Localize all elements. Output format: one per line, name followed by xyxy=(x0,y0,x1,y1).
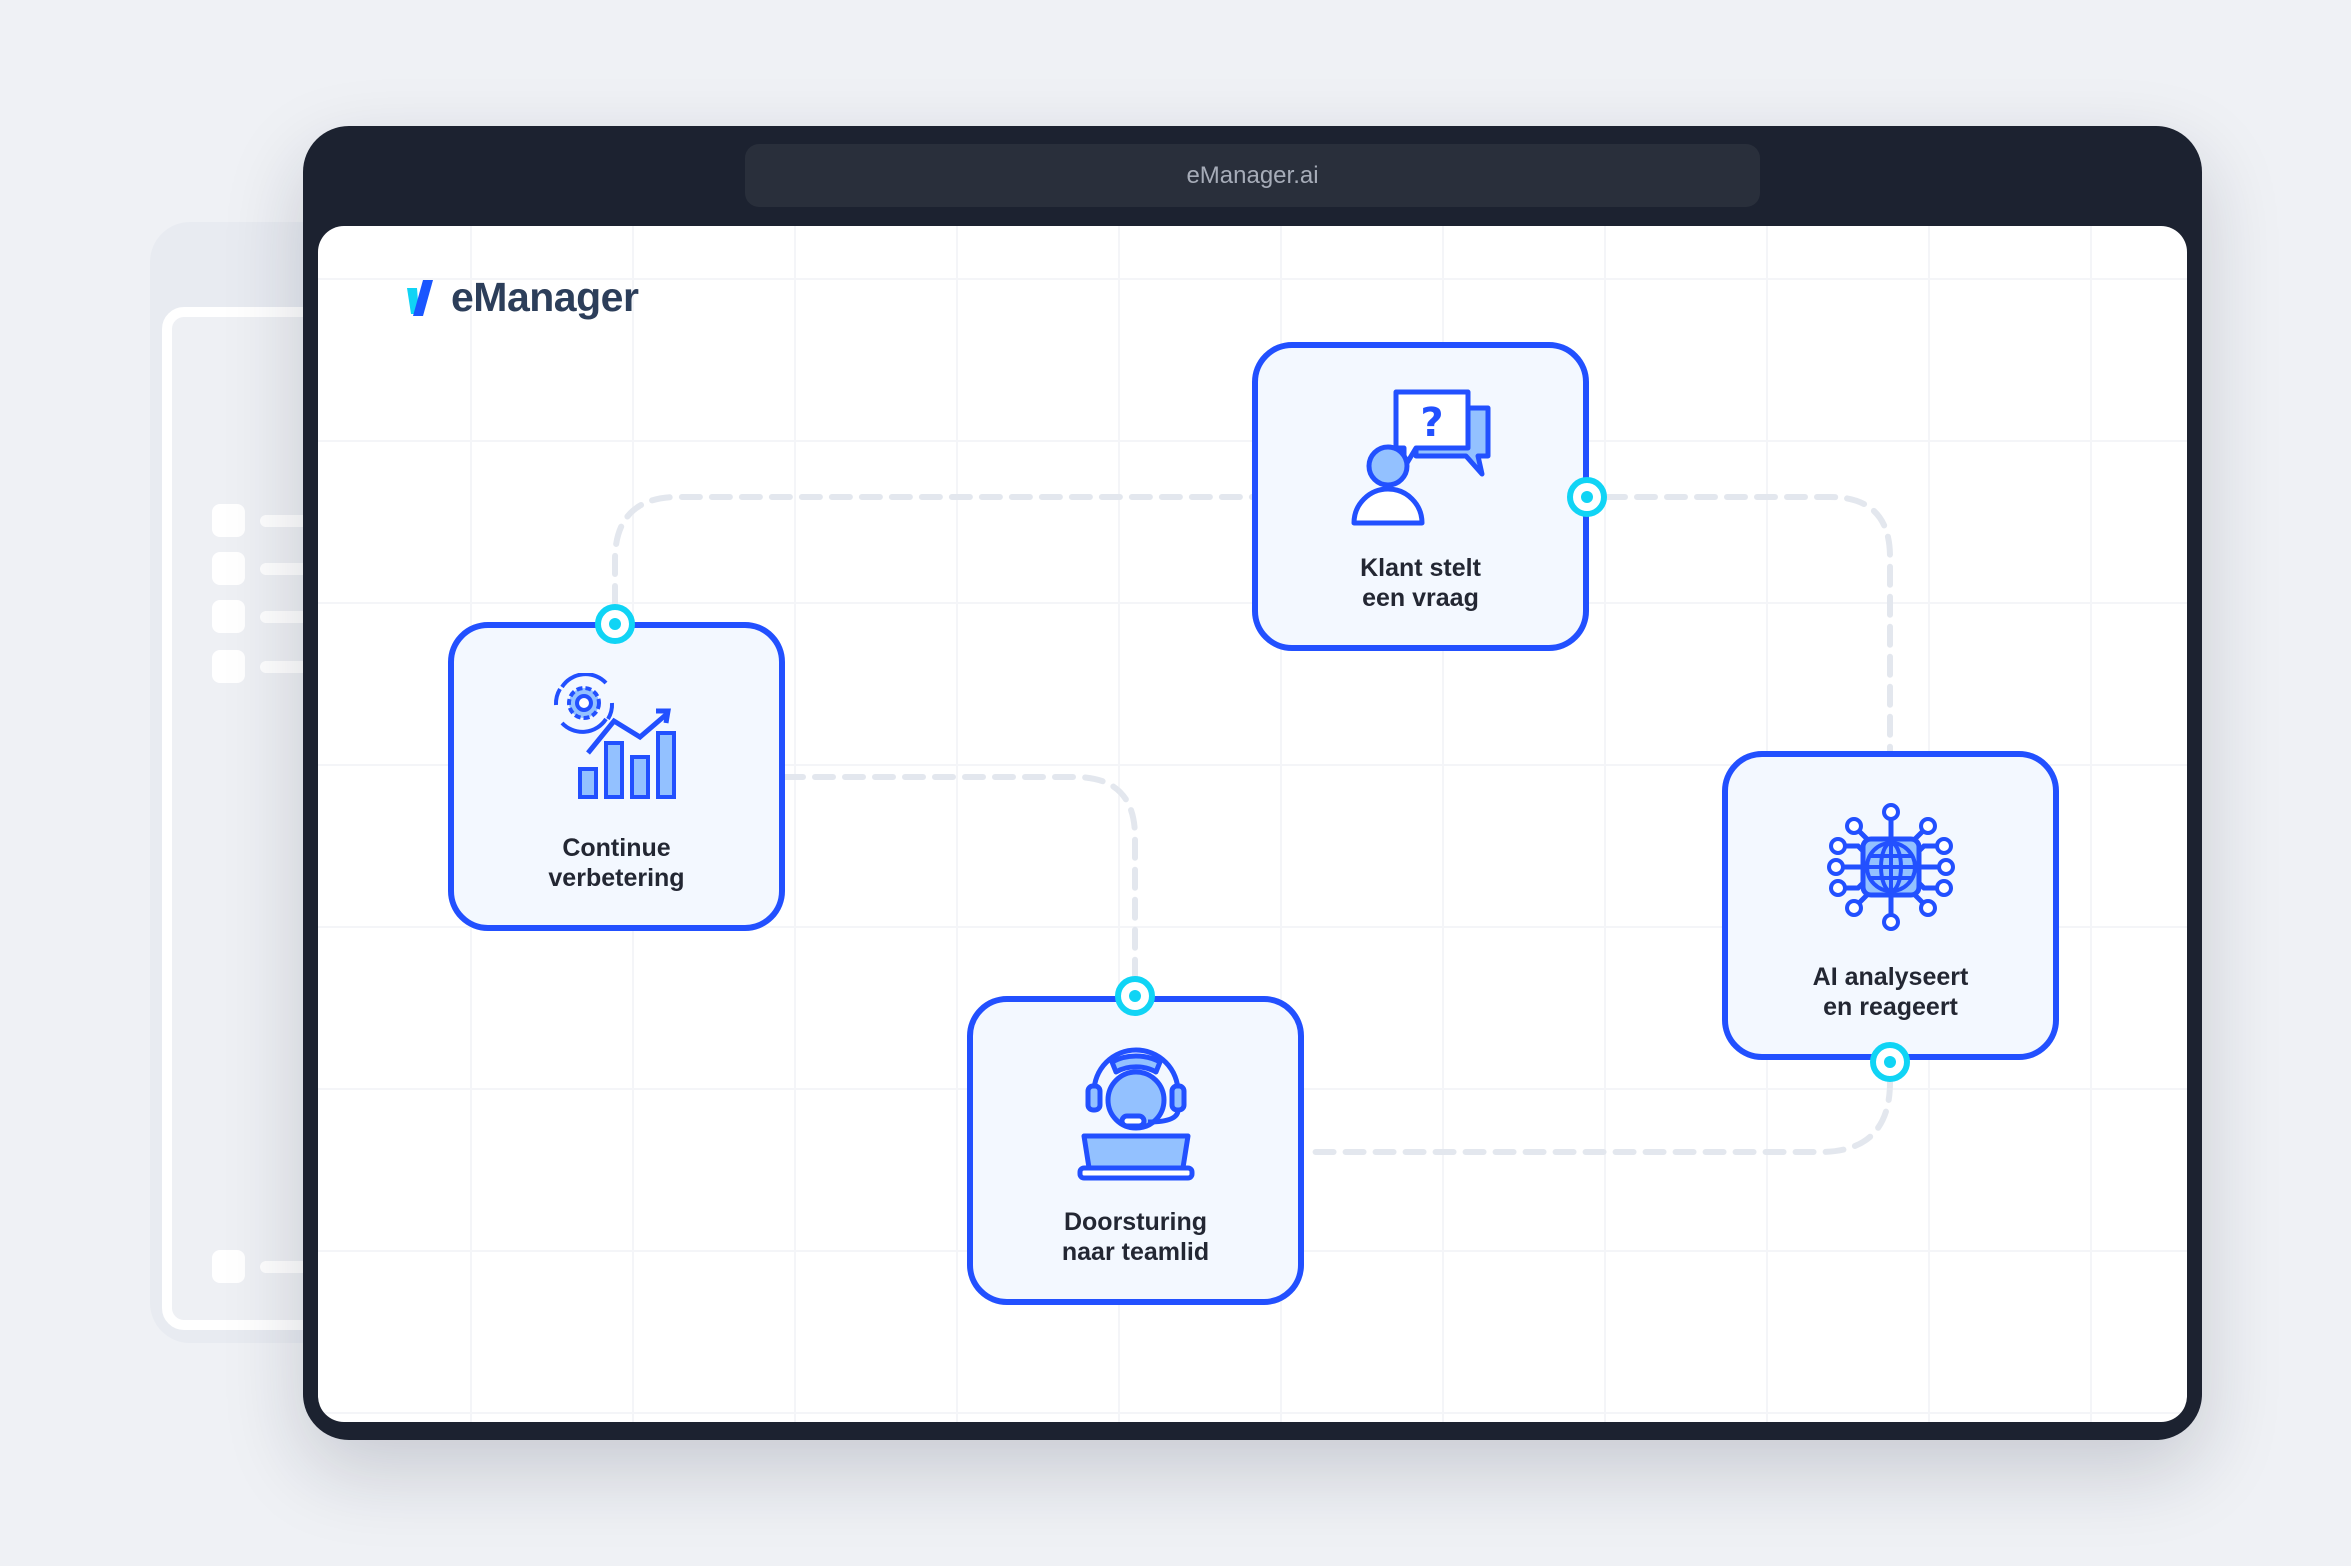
browser-window: eManager.ai eManager xyxy=(303,126,2202,1440)
sidebar-placeholder-icon xyxy=(212,1250,245,1283)
flow-connectors xyxy=(612,494,1893,1155)
logo-mark-icon xyxy=(407,279,433,316)
page-content: eManager ? xyxy=(318,226,2187,1422)
svg-text:?: ? xyxy=(1420,400,1443,446)
ai-globe-chip-icon xyxy=(1826,803,1955,931)
sidebar-placeholder-icon xyxy=(212,504,245,537)
sidebar-placeholder-icon xyxy=(212,600,245,633)
continuous-improvement-icon xyxy=(553,673,676,799)
connector-node xyxy=(1115,976,1155,1016)
connector-node xyxy=(1567,477,1607,517)
sidebar-placeholder-icon xyxy=(212,552,245,585)
connector-path xyxy=(612,494,1255,607)
logo-text: eManager xyxy=(451,274,639,320)
customer-question-icon: ? xyxy=(1351,389,1490,526)
address-bar[interactable]: eManager.ai xyxy=(745,144,1760,207)
connector-path xyxy=(1301,1079,1893,1155)
connector-node xyxy=(595,604,635,644)
sidebar-placeholder-icon xyxy=(212,650,245,683)
connector-path xyxy=(1604,494,1893,754)
emanager-logo: eManager xyxy=(405,274,639,321)
url-text: eManager.ai xyxy=(1186,161,1319,189)
support-agent-icon xyxy=(1077,1047,1194,1181)
connector-node xyxy=(1870,1042,1910,1082)
connector-path xyxy=(782,774,1138,979)
